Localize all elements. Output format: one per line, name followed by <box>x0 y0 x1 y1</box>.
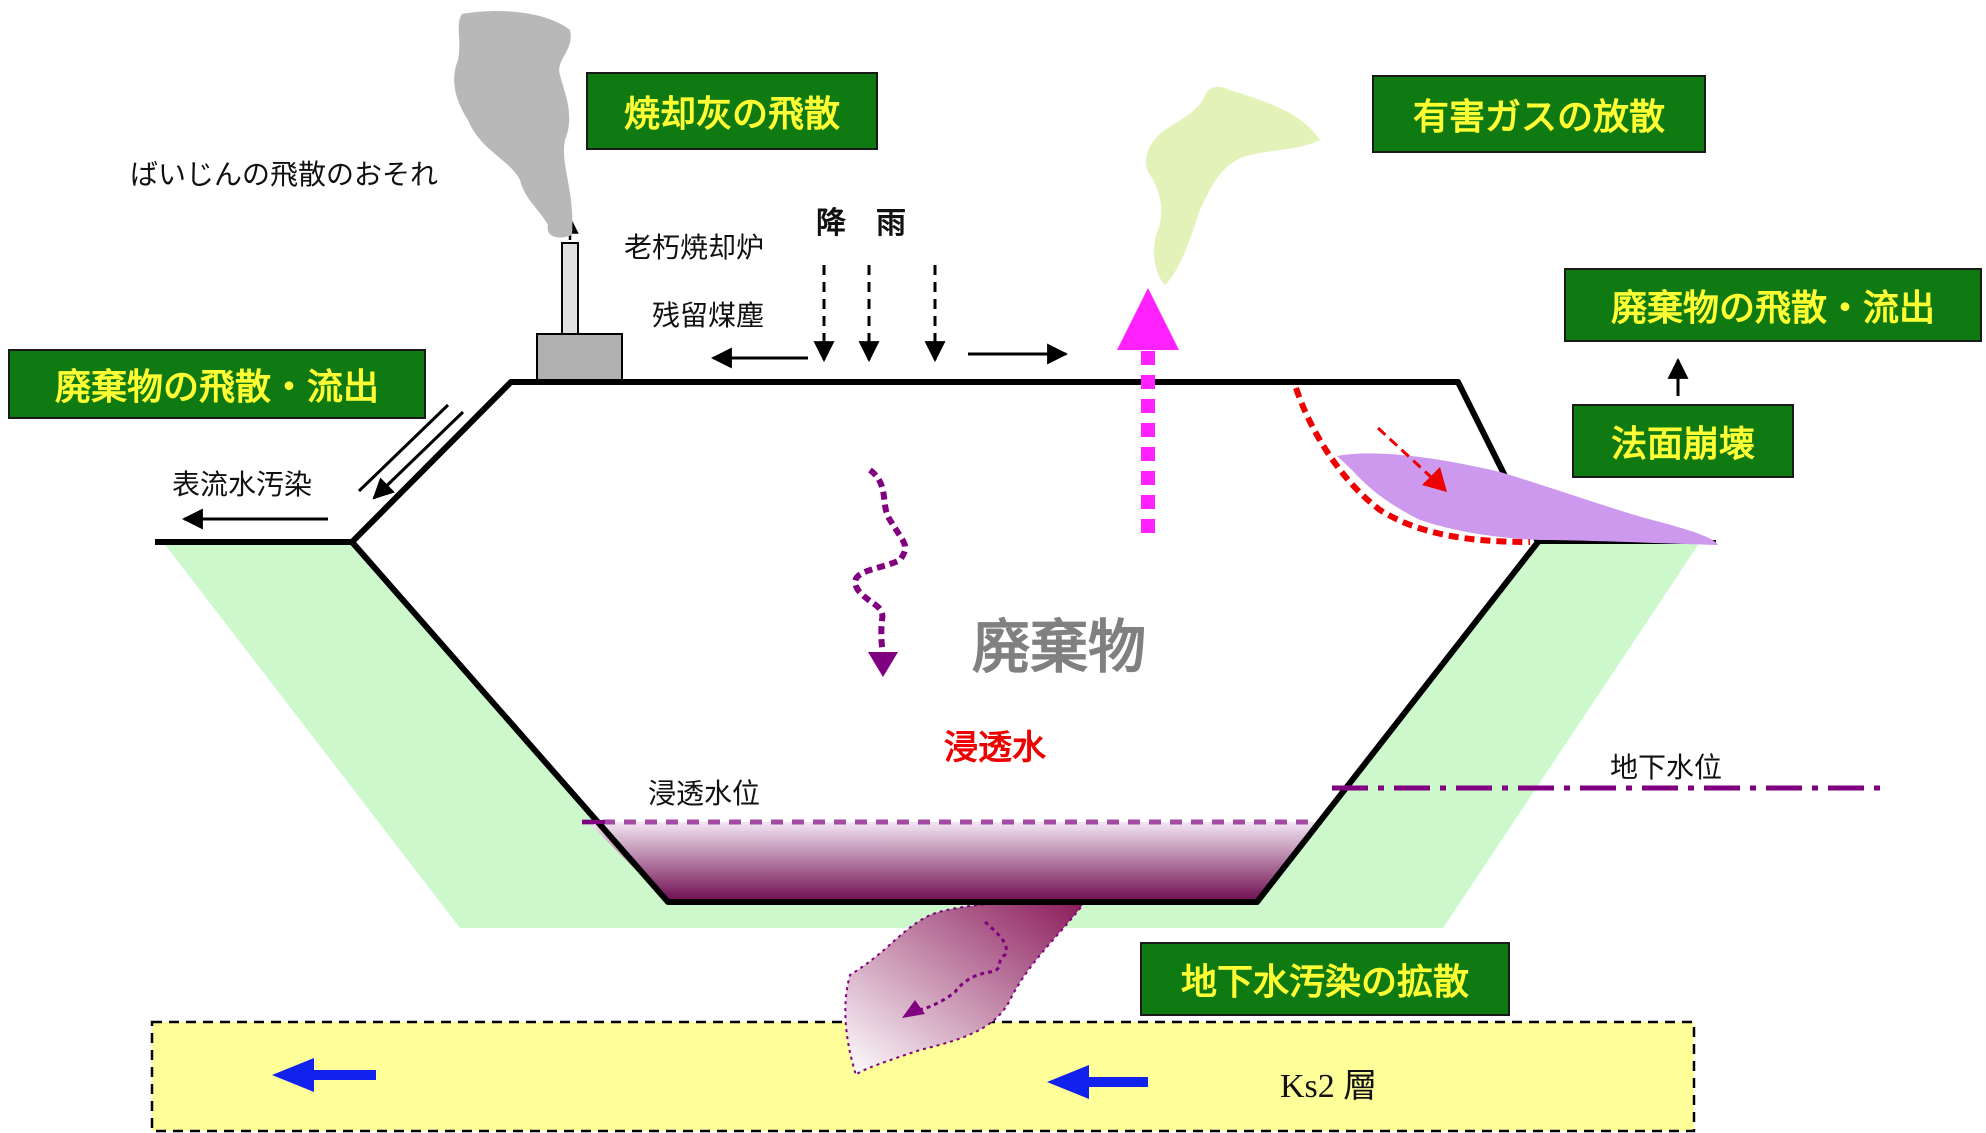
plume-arrowhead <box>902 1000 925 1018</box>
leachate-flow-arrow <box>852 467 909 656</box>
runoff-slope-arrow <box>372 410 465 500</box>
contamination-plume <box>844 900 1087 1078</box>
waste-label: 廃棄物 <box>972 613 1147 681</box>
ash-scatter-box: 焼却灰の飛散 <box>586 72 878 150</box>
plume-flow-arrow <box>917 920 1008 1012</box>
gas-arrowhead <box>1117 288 1179 350</box>
slide-arrow <box>1376 426 1434 480</box>
incinerator-body <box>536 333 623 381</box>
ks2-layer-label: Ks2 層 <box>1280 1068 1378 1105</box>
landfill-outline <box>155 379 1541 905</box>
slide-arrowhead <box>1422 467 1447 492</box>
groundwater-level-label: 地下水位 <box>1610 751 1723 784</box>
residual-soot-label: 残留煤塵 <box>652 299 765 332</box>
leachate-arrowhead <box>868 652 898 677</box>
toxic-gas-box: 有害ガスの放散 <box>1372 75 1706 153</box>
flow-arrow-right-head <box>1047 1065 1089 1099</box>
slope-collapse-box: 法面崩壊 <box>1572 404 1794 478</box>
flow-arrow-left-head <box>272 1058 314 1092</box>
waste-scatter-left-box: 廃棄物の飛散・流出 <box>8 349 426 419</box>
old-incinerator-label: 老朽焼却炉 <box>624 231 765 264</box>
rain-label: 降 雨 <box>816 206 906 241</box>
leachate-label: 浸透水 <box>944 728 1046 768</box>
surface-water-label: 表流水汚染 <box>172 468 313 501</box>
leachate-pool <box>588 822 1320 902</box>
incinerator-chimney <box>561 242 579 335</box>
leachate-level-label: 浸透水位 <box>648 777 761 810</box>
groundwater-spread-box: 地下水汚染の拡散 <box>1140 942 1510 1016</box>
waste-scatter-right-box: 廃棄物の飛散・流出 <box>1564 268 1982 342</box>
slope-failure-line <box>1293 387 1531 545</box>
dust-risk-label: ばいじんの飛散のおそれ <box>130 158 439 191</box>
smoke-plume <box>454 11 573 238</box>
toxic-gas-cloud <box>1145 86 1320 285</box>
runoff-slope-line <box>357 403 450 493</box>
